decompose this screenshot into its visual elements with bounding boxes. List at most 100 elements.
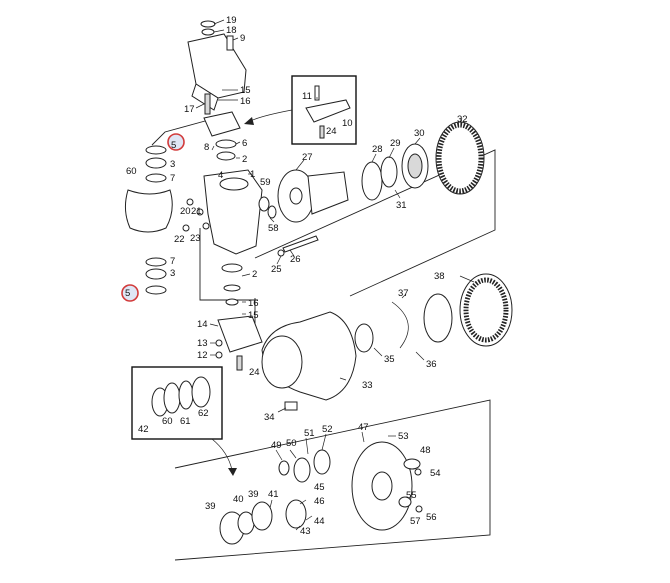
label-50: 50 — [286, 438, 297, 449]
ring-gear-32 — [435, 121, 485, 195]
label-58: 58 — [268, 223, 279, 234]
label-10: 10 — [342, 118, 353, 129]
label-16b: 16 — [248, 298, 259, 309]
lead-30 — [414, 137, 421, 145]
label-46: 46 — [314, 496, 325, 507]
carrier-center — [371, 471, 393, 501]
lead-9 — [232, 37, 239, 41]
lead-2b — [241, 273, 251, 277]
label-40: 40 — [233, 494, 244, 505]
bearing-30-inner — [407, 153, 423, 179]
part-labels: 19 18 9 15 16 17 11 10 24 6 8 2 1 4 5 3 … — [125, 15, 468, 537]
pin-17 — [204, 93, 211, 115]
snap-ring-36 — [391, 301, 409, 349]
seal-5-upper — [145, 145, 167, 155]
fitting-22 — [182, 224, 190, 232]
washer-top — [200, 20, 216, 28]
inset-left-arrow — [211, 438, 233, 471]
seal-28 — [361, 161, 383, 201]
bearing-6 — [215, 139, 237, 149]
bearing-3-lower — [145, 268, 167, 280]
label-56: 56 — [426, 512, 437, 523]
label-54: 54 — [430, 468, 441, 479]
plug-55 — [398, 496, 412, 508]
hub-group — [261, 273, 513, 411]
lead-49 — [275, 449, 283, 461]
label-61: 61 — [180, 416, 191, 427]
label-28: 28 — [372, 144, 383, 155]
bolt-34 — [284, 401, 298, 411]
lead-43 — [295, 525, 301, 531]
ring-gear-32-teeth — [436, 122, 484, 194]
bushing-lower — [221, 263, 243, 273]
label-3b: 3 — [170, 268, 175, 279]
label-1: 1 — [250, 169, 255, 180]
lead-17 — [195, 103, 205, 109]
fitting-23 — [202, 222, 210, 230]
housing-outline-60 — [124, 189, 173, 233]
screw-54 — [414, 468, 422, 476]
label-32: 32 — [457, 114, 468, 125]
lead-33 — [339, 377, 347, 381]
label-2: 2 — [242, 154, 247, 165]
lead-34 — [277, 407, 287, 413]
label-23: 23 — [190, 233, 201, 244]
planet-gear-50 — [293, 457, 311, 483]
lower-cap — [217, 315, 263, 353]
label-60: 60 — [126, 166, 137, 177]
label-44: 44 — [314, 516, 325, 527]
label-24b: 24 — [249, 367, 260, 378]
label-20: 20 — [180, 206, 191, 217]
label-14: 14 — [197, 319, 208, 330]
knuckle-group — [203, 111, 263, 371]
lead-18 — [213, 29, 225, 33]
leader-lines — [195, 19, 475, 531]
label-8: 8 — [204, 142, 209, 153]
label-47: 47 — [358, 422, 369, 433]
lead-35 — [373, 347, 383, 357]
seal-7-upper — [145, 173, 167, 183]
lead-29 — [388, 147, 395, 159]
inset-left-arrowhead — [228, 468, 237, 476]
label-29: 29 — [390, 138, 401, 149]
lead-41 — [269, 499, 273, 509]
nut-25 — [277, 249, 285, 257]
lead-19 — [213, 19, 225, 25]
label-30: 30 — [414, 128, 425, 139]
inset-bracket-10 — [305, 99, 351, 123]
inset-ring-62 — [191, 376, 211, 408]
inset-ring-60 — [163, 382, 181, 414]
lead-6 — [235, 141, 241, 145]
label-62: 62 — [198, 408, 209, 419]
ring-29 — [380, 156, 398, 188]
label-43: 43 — [300, 526, 311, 537]
label-36: 36 — [426, 359, 437, 370]
bolt-12 — [215, 351, 223, 359]
label-15b: 15 — [248, 310, 259, 321]
steering-knuckle — [203, 169, 263, 255]
label-26: 26 — [290, 254, 301, 265]
lead-58 — [269, 217, 275, 223]
lead-52 — [321, 433, 327, 451]
screw-56 — [415, 505, 423, 513]
label-12: 12 — [197, 350, 208, 361]
seal-5-lower — [145, 285, 167, 295]
label-48: 48 — [420, 445, 431, 456]
highlight-badge-lower — [121, 284, 139, 302]
planet-gear-51 — [313, 449, 331, 475]
seal-7-lower — [145, 257, 167, 267]
label-18: 18 — [226, 25, 237, 36]
label-9: 9 — [240, 33, 245, 44]
lead-26 — [289, 249, 295, 257]
lead-47 — [361, 431, 365, 443]
ring-58 — [267, 205, 277, 219]
bearing-3-upper — [145, 157, 167, 169]
label-59: 59 — [260, 177, 271, 188]
ring-gear-38-teeth — [463, 277, 509, 343]
lead-44 — [305, 515, 313, 521]
washer-second — [201, 28, 215, 36]
label-25: 25 — [271, 264, 282, 275]
inset-top-arrow — [247, 109, 293, 123]
